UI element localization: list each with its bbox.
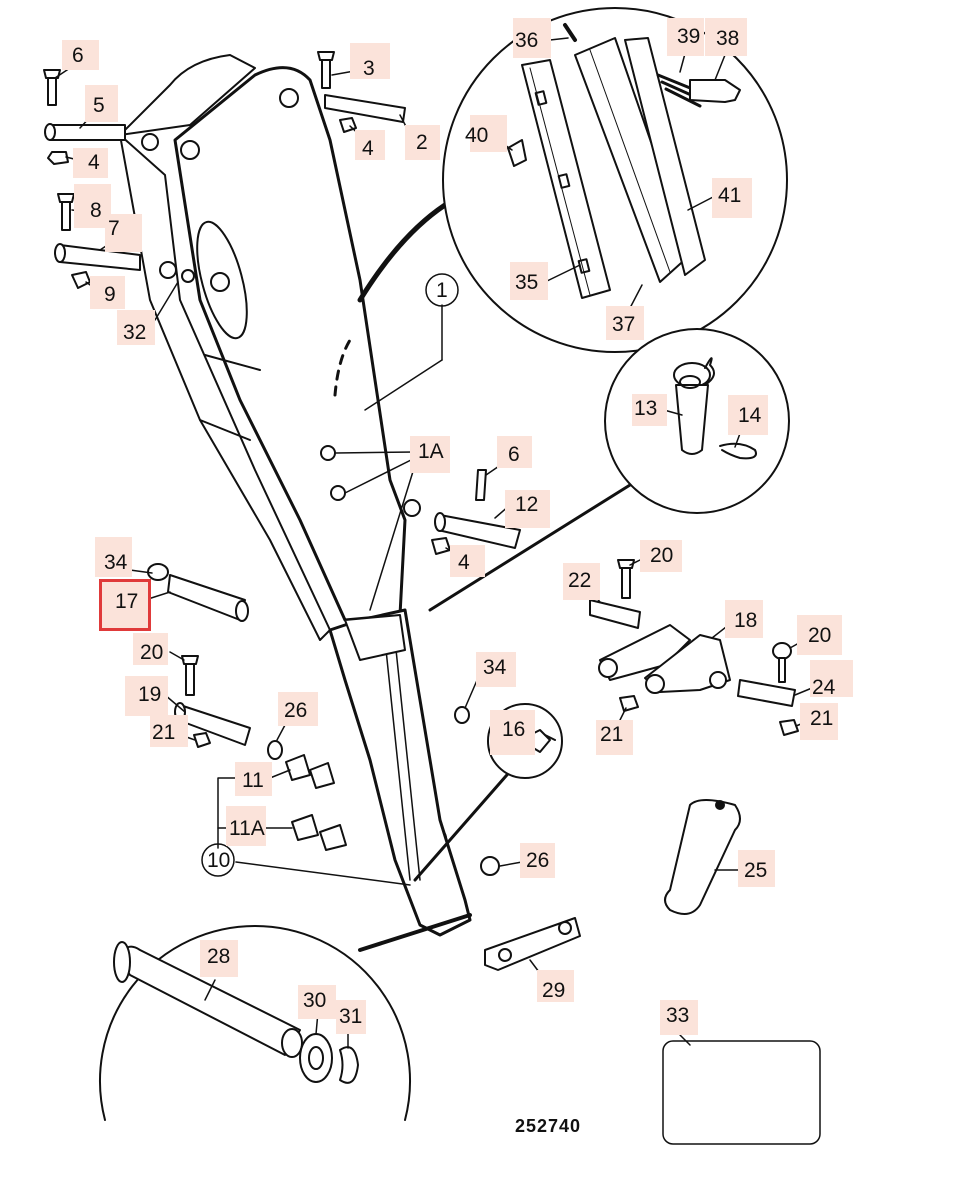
callout-31[interactable]: 31 <box>339 1005 363 1028</box>
callout-20[interactable]: 20 <box>808 624 832 647</box>
callout-8[interactable]: 8 <box>90 199 102 222</box>
callout-38[interactable]: 38 <box>716 27 740 50</box>
callout-1a[interactable]: 1A <box>418 440 444 463</box>
callout-7[interactable]: 7 <box>108 217 120 240</box>
callout-16[interactable]: 16 <box>502 718 526 741</box>
callout-2[interactable]: 2 <box>416 131 428 154</box>
callout-33[interactable]: 33 <box>666 1004 690 1027</box>
callout-4[interactable]: 4 <box>362 137 374 160</box>
callout-4[interactable]: 4 <box>88 151 100 174</box>
callout-26[interactable]: 26 <box>526 849 550 872</box>
callout-19[interactable]: 19 <box>138 683 162 706</box>
callout-22[interactable]: 22 <box>568 569 592 592</box>
callout-25[interactable]: 25 <box>744 859 768 882</box>
callout-21[interactable]: 21 <box>152 721 176 744</box>
callout-24[interactable]: 24 <box>812 676 836 699</box>
callout-41[interactable]: 41 <box>718 184 742 207</box>
callout-28[interactable]: 28 <box>207 945 231 968</box>
callout-34[interactable]: 34 <box>104 551 128 574</box>
callout-40[interactable]: 40 <box>465 124 489 147</box>
callout-11[interactable]: 11 <box>242 769 264 792</box>
callout-5[interactable]: 5 <box>93 94 105 117</box>
callout-13[interactable]: 13 <box>634 397 658 420</box>
callout-32[interactable]: 32 <box>123 321 147 344</box>
callout-18[interactable]: 18 <box>734 609 758 632</box>
callout-35[interactable]: 35 <box>515 271 539 294</box>
selected-part-box[interactable] <box>99 579 151 631</box>
callout-3[interactable]: 3 <box>363 57 375 80</box>
callout-4[interactable]: 4 <box>458 551 470 574</box>
callout-20[interactable]: 20 <box>650 544 674 567</box>
callout-17[interactable]: 17 <box>115 590 139 613</box>
callout-14[interactable]: 14 <box>738 404 762 427</box>
callout-39[interactable]: 39 <box>677 25 701 48</box>
callout-6[interactable]: 6 <box>508 443 520 466</box>
callout-1[interactable]: 1 <box>436 279 448 302</box>
boom-arm <box>120 55 470 935</box>
callout-9[interactable]: 9 <box>104 283 116 306</box>
callout-10[interactable]: 10 <box>207 849 231 872</box>
callout-12[interactable]: 12 <box>515 493 539 516</box>
callout-29[interactable]: 29 <box>542 979 566 1002</box>
callout-26[interactable]: 26 <box>284 699 308 722</box>
callout-37[interactable]: 37 <box>612 313 636 336</box>
callout-20[interactable]: 20 <box>140 641 164 664</box>
callout-36[interactable]: 36 <box>515 29 539 52</box>
callout-11a[interactable]: 11A <box>229 817 265 840</box>
callout-34[interactable]: 34 <box>483 656 507 679</box>
drawing-number: 252740 <box>515 1116 582 1136</box>
callout-6[interactable]: 6 <box>72 44 84 67</box>
callout-21[interactable]: 21 <box>600 723 624 746</box>
callout-30[interactable]: 30 <box>303 989 327 1012</box>
callout-21[interactable]: 21 <box>810 707 834 730</box>
